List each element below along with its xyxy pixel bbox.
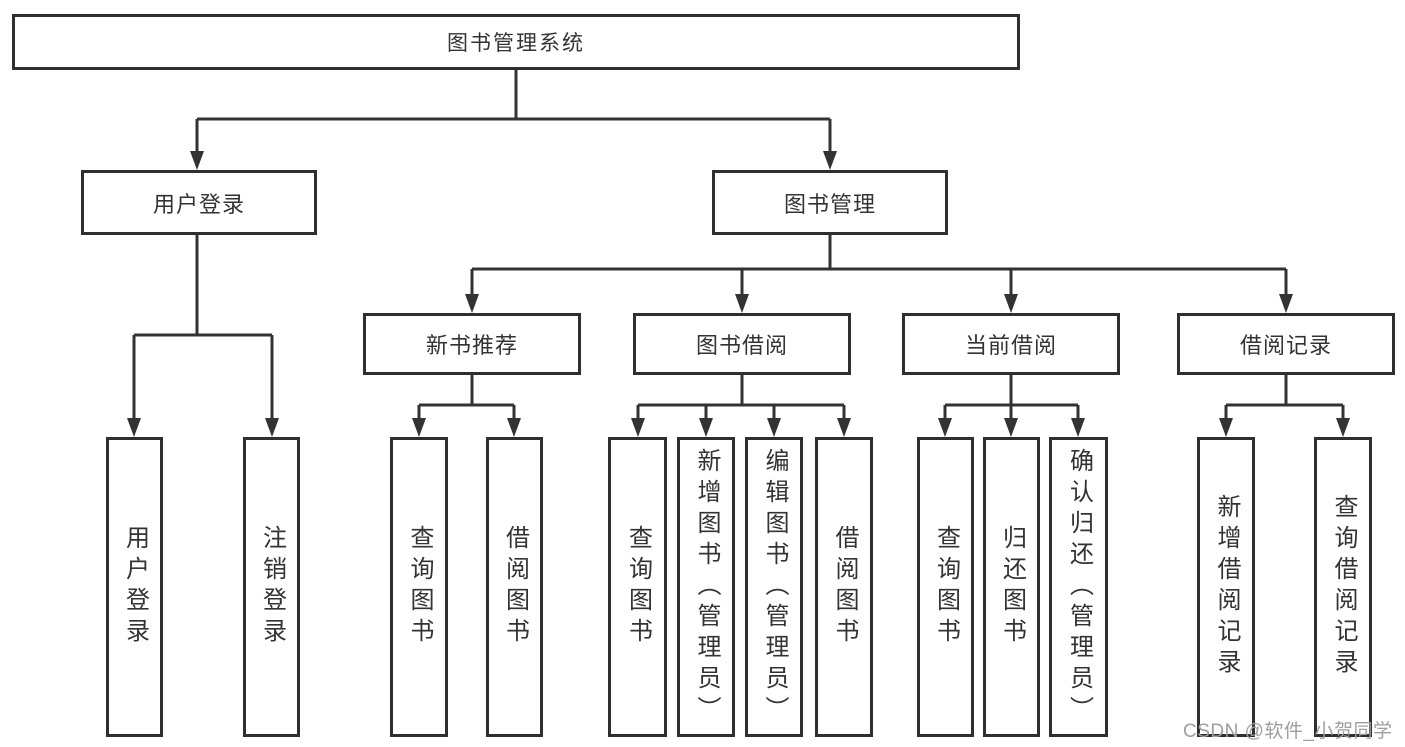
node-current-borrowing: 当前借阅 [902,313,1120,375]
leaf-query-books-borrow: 查询图书 [608,437,667,737]
node-borrowing-records: 借阅记录 [1177,313,1395,375]
node-label: 用户登录 [152,191,245,217]
node-label: 查询图书 [932,525,960,649]
node-label: 借阅图书 [501,525,529,649]
node-book-management: 图书管理 [712,170,948,235]
node-label: 新增借阅记录 [1213,494,1240,680]
csdn-watermark: CSDN @软件_小贺同学 [1183,721,1393,742]
node-new-book-recommend: 新书推荐 [363,313,581,375]
node-label: 借阅图书 [831,525,858,649]
leaf-query-borrow-record: 查询借阅记录 [1314,437,1372,737]
leaf-add-book-admin: 新增图书（管理员） [677,437,735,737]
node-label: 借阅记录 [1239,333,1332,358]
node-label: 用户登录 [121,525,149,649]
leaf-logout: 注销登录 [243,437,300,737]
leaf-user-login: 用户登录 [106,437,163,737]
leaf-return-book: 归还图书 [983,437,1040,737]
node-label: 查询借阅记录 [1330,494,1357,680]
node-label: 归还图书 [998,525,1026,649]
node-label: 图书管理 [783,191,876,217]
node-label: 图书管理系统 [447,32,585,55]
node-user-login: 用户登录 [81,170,317,235]
node-label: 图书借阅 [695,333,788,358]
leaf-borrow-books: 借阅图书 [815,437,873,737]
leaf-add-borrow-record: 新增借阅记录 [1197,437,1255,737]
leaf-confirm-return-admin: 确认归还（管理员） [1049,437,1108,737]
leaf-query-books-current: 查询图书 [917,437,974,737]
node-label: 当前借阅 [964,333,1057,358]
node-book-borrowing: 图书借阅 [633,313,851,375]
node-label: 查询图书 [406,525,433,649]
node-label: 注销登录 [258,525,286,649]
node-label: 查询图书 [624,525,652,649]
leaf-query-books-recommend: 查询图书 [390,437,448,737]
node-label: 确认归还（管理员） [1065,447,1093,727]
node-label: 编辑图书（管理员） [761,447,788,727]
leaf-edit-book-admin: 编辑图书（管理员） [745,437,803,737]
node-label: 新增图书（管理员） [693,447,720,727]
leaf-borrow-books-recommend: 借阅图书 [486,437,543,737]
node-label: 新书推荐 [425,333,518,358]
node-library-management-system: 图书管理系统 [12,14,1020,70]
